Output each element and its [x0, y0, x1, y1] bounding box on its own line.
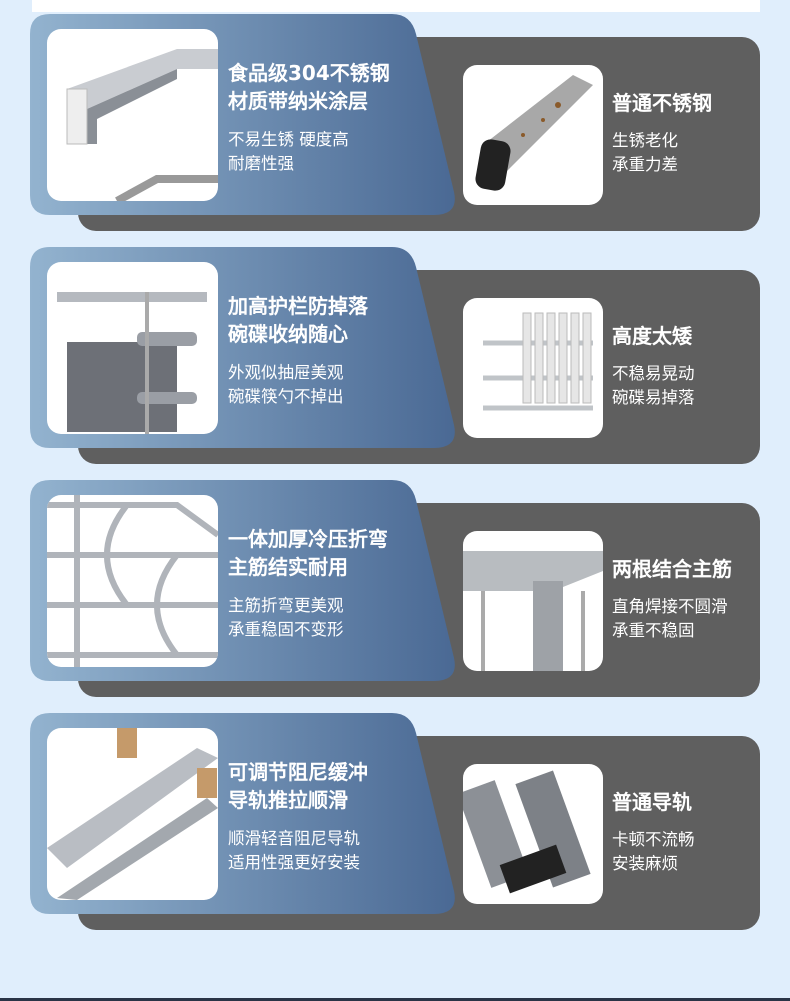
- desc-line: 卡顿不流畅: [612, 830, 695, 849]
- welded-rib-image: [463, 531, 603, 671]
- stainless-steel-bar-image: [47, 29, 218, 201]
- ordinary-description: 直角焊接不圆滑 承重不稳固: [612, 595, 728, 643]
- title-line: 食品级304不锈钢: [228, 61, 390, 85]
- desc-line: 承重不稳固: [612, 621, 695, 640]
- desc-line: 碗碟易掉落: [612, 388, 695, 407]
- desc-line: 碗碟筷勺不掉出: [228, 387, 344, 406]
- premium-description: 外观似抽屉美观 碗碟筷勺不掉出: [228, 361, 344, 409]
- premium-title: 一体加厚冷压折弯 主筋结实耐用: [228, 525, 388, 581]
- ordinary-title: 高度太矮: [612, 324, 692, 348]
- ordinary-slide-rail-image: [463, 764, 603, 904]
- premium-description: 顺滑轻音阻尼导轨 适用性强更好安装: [228, 827, 360, 875]
- desc-line: 耐磨性强: [228, 154, 294, 173]
- ordinary-description: 不稳易晃动 碗碟易掉落: [612, 362, 695, 410]
- desc-line: 不易生锈 硬度高: [228, 130, 349, 149]
- premium-description: 主筋折弯更美观 承重稳固不变形: [228, 594, 344, 642]
- ordinary-description: 卡顿不流畅 安装麻烦: [612, 828, 695, 876]
- comparison-row: 加高护栏防掉落 碗碟收纳随心 外观似抽屉美观 碗碟筷勺不掉出 高度太矮 不稳易晃…: [0, 247, 790, 467]
- ordinary-title: 普通导轨: [612, 790, 692, 814]
- bent-main-rib-image: [47, 495, 218, 667]
- low-dish-rack-image: [463, 298, 603, 438]
- desc-line: 承重稳固不变形: [228, 620, 344, 639]
- premium-title: 可调节阻尼缓冲 导轨推拉顺滑: [228, 758, 368, 814]
- desc-line: 主筋折弯更美观: [228, 596, 344, 615]
- desc-line: 不稳易晃动: [612, 364, 695, 383]
- premium-title: 食品级304不锈钢 材质带纳米涂层: [228, 59, 390, 115]
- title-line: 主筋结实耐用: [228, 555, 348, 579]
- title-line: 可调节阻尼缓冲: [228, 760, 368, 784]
- desc-line: 安装麻烦: [612, 854, 678, 873]
- comparison-row: 食品级304不锈钢 材质带纳米涂层 不易生锈 硬度高 耐磨性强 普通不锈钢 生锈…: [0, 14, 790, 234]
- title-line: 导轨推拉顺滑: [228, 788, 348, 812]
- desc-line: 外观似抽屉美观: [228, 363, 344, 382]
- desc-line: 直角焊接不圆滑: [612, 597, 728, 616]
- ordinary-title: 普通不锈钢: [612, 91, 712, 115]
- desc-line: 顺滑轻音阻尼导轨: [228, 829, 360, 848]
- ordinary-title: 两根结合主筋: [612, 557, 732, 581]
- title-line: 一体加厚冷压折弯: [228, 527, 388, 551]
- desc-line: 承重力差: [612, 155, 678, 174]
- premium-description: 不易生锈 硬度高 耐磨性强: [228, 128, 349, 176]
- title-line: 材质带纳米涂层: [228, 89, 368, 113]
- desc-line: 生锈老化: [612, 131, 678, 150]
- damping-slide-rail-image: [47, 728, 218, 900]
- rusty-steel-bar-image: [463, 65, 603, 205]
- title-line: 碗碟收纳随心: [228, 322, 348, 346]
- high-guardrail-rack-image: [47, 262, 218, 434]
- top-strip: [32, 0, 760, 12]
- bottom-divider: [0, 998, 790, 1001]
- title-line: 加高护栏防掉落: [228, 294, 368, 318]
- ordinary-description: 生锈老化 承重力差: [612, 129, 678, 177]
- premium-title: 加高护栏防掉落 碗碟收纳随心: [228, 292, 368, 348]
- desc-line: 适用性强更好安装: [228, 853, 360, 872]
- comparison-row: 一体加厚冷压折弯 主筋结实耐用 主筋折弯更美观 承重稳固不变形 两根结合主筋 直…: [0, 480, 790, 700]
- comparison-row: 可调节阻尼缓冲 导轨推拉顺滑 顺滑轻音阻尼导轨 适用性强更好安装 普通导轨 卡顿…: [0, 713, 790, 933]
